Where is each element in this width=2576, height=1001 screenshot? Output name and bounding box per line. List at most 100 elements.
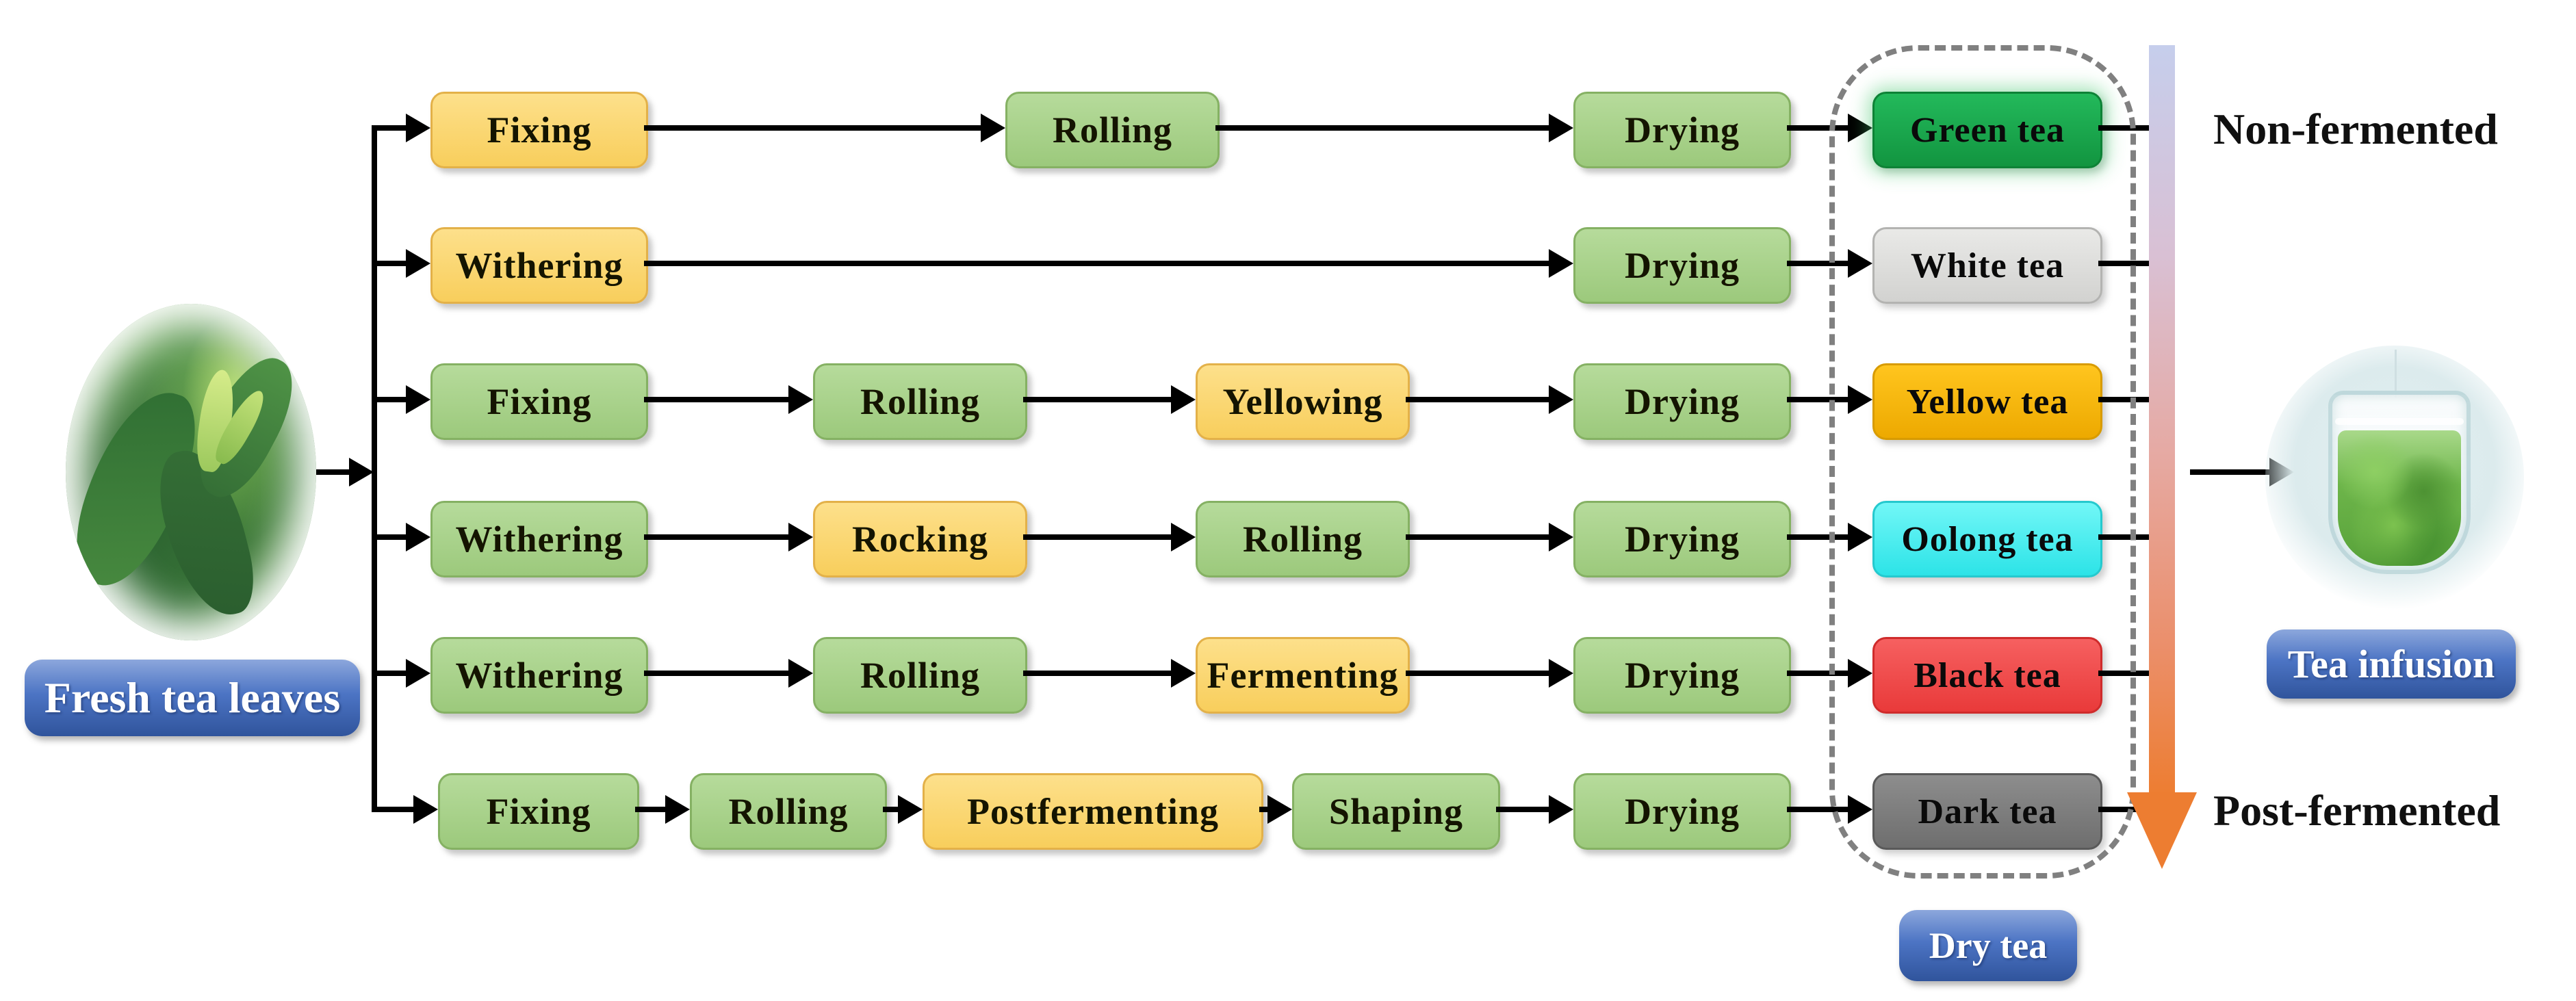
step-box-drying: Drying: [1573, 92, 1791, 168]
tea-box-yellow-tea: Yellow tea: [1872, 363, 2102, 440]
dry-tea-label: Dry tea: [1899, 910, 2077, 981]
step-box-fixing: Fixing: [430, 363, 648, 440]
flow-arrow-head: [788, 659, 813, 688]
flow-arrow-head: [788, 385, 813, 414]
step-box-rocking: Rocking: [813, 501, 1027, 577]
flow-arrow-line: [1406, 534, 1553, 540]
flow-arrow-line: [1787, 397, 1852, 402]
flow-arrow-head: [788, 523, 813, 551]
flow-arrow-line: [1406, 671, 1553, 676]
step-box-rolling: Rolling: [813, 637, 1027, 714]
flow-arrow-head: [1848, 523, 1872, 551]
flow-arrow-head: [1171, 385, 1196, 414]
flow-arrow-head: [406, 385, 430, 414]
step-box-postfermenting: Postfermenting: [923, 773, 1263, 850]
step-box-drying: Drying: [1573, 363, 1791, 440]
flow-arrow-line: [374, 671, 410, 676]
branch-line: [372, 125, 377, 812]
flow-arrow-head: [406, 659, 430, 688]
flow-arrow-head: [1171, 523, 1196, 551]
flow-arrow-head: [1267, 795, 1292, 824]
tea-string-shape: [2395, 350, 2397, 398]
step-box-shaping: Shaping: [1292, 773, 1500, 850]
flow-arrow-head: [1848, 659, 1872, 688]
step-box-fixing: Fixing: [430, 92, 648, 168]
tea-infusion-text: Tea infusion: [2287, 642, 2495, 686]
flow-arrow-line: [374, 125, 410, 131]
flow-arrow-head: [1848, 385, 1872, 414]
step-box-drying: Drying: [1573, 773, 1791, 850]
flow-arrow-line: [1023, 671, 1175, 676]
fresh-tea-leaves-text: Fresh tea leaves: [44, 673, 341, 722]
flow-arrow-head: [1171, 659, 1196, 688]
flow-arrow-line: [2098, 534, 2152, 540]
flow-arrow-line: [1787, 261, 1852, 266]
post-fermented-note: Post-fermented: [2213, 786, 2501, 835]
step-box-drying: Drying: [1573, 501, 1791, 577]
non-fermented-note: Non-fermented: [2213, 105, 2498, 153]
flow-arrow-line: [635, 807, 669, 812]
flow-arrow-line: [374, 807, 417, 812]
step-box-fixing: Fixing: [438, 773, 639, 850]
flow-arrow-line: [1496, 807, 1553, 812]
flow-arrow-line: [644, 671, 793, 676]
fermentation-gradient-bar: [2149, 45, 2175, 795]
flow-arrow-head: [1549, 523, 1573, 551]
glass-cup-shape: [2328, 391, 2471, 574]
flow-arrow-line: [1023, 397, 1175, 402]
fermentation-gradient-arrowhead: [2127, 792, 2197, 869]
flow-arrow-line: [883, 807, 902, 812]
flow-arrow-head: [1549, 249, 1573, 278]
flow-arrow-line: [1787, 671, 1852, 676]
flow-arrow-head: [406, 249, 430, 278]
flow-arrow-line: [1787, 125, 1852, 131]
flow-arrow-line: [644, 534, 793, 540]
flow-arrow-line: [374, 534, 410, 540]
step-box-rolling: Rolling: [690, 773, 887, 850]
step-box-rolling: Rolling: [813, 363, 1027, 440]
flow-arrow-line: [1259, 807, 1272, 812]
flow-arrow-head: [413, 795, 438, 824]
steeping-leaves-shape: [2338, 430, 2461, 566]
flow-arrow-line: [1787, 534, 1852, 540]
flow-arrow-head: [1549, 385, 1573, 414]
fresh-tea-leaves-label: Fresh tea leaves: [25, 660, 360, 736]
step-box-rolling: Rolling: [1196, 501, 1410, 577]
step-box-rolling: Rolling: [1005, 92, 1220, 168]
flow-arrow-line: [644, 125, 985, 131]
flow-arrow-head: [406, 114, 430, 142]
flow-arrow-head: [981, 114, 1005, 142]
tea-infusion-label: Tea infusion: [2267, 629, 2516, 699]
flow-arrow-head: [1549, 114, 1573, 142]
flow-arrow-line: [2098, 397, 2152, 402]
flow-arrow-line: [644, 397, 793, 402]
tea-box-oolong-tea: Oolong tea: [1872, 501, 2102, 577]
flow-arrow-line: [1787, 807, 1852, 812]
tea-infusion-glass-photo: [2265, 346, 2524, 610]
step-box-drying: Drying: [1573, 637, 1791, 714]
step-box-drying: Drying: [1573, 227, 1791, 304]
flow-arrow-line: [2098, 261, 2152, 266]
step-box-yellowing: Yellowing: [1196, 363, 1410, 440]
tea-box-white-tea: White tea: [1872, 227, 2102, 304]
flow-arrow-line: [1215, 125, 1553, 131]
flow-arrow-head: [406, 523, 430, 551]
infusion-arrow-line: [2190, 469, 2269, 475]
step-box-withering: Withering: [430, 637, 648, 714]
step-box-fermenting: Fermenting: [1196, 637, 1410, 714]
dry-tea-group-outline: [1829, 45, 2136, 879]
flow-arrow-line: [1406, 397, 1553, 402]
flow-arrow-line: [644, 261, 1553, 266]
flow-arrow-head: [1549, 795, 1573, 824]
feed-arrow-head: [349, 458, 374, 486]
feed-arrow-line: [316, 469, 349, 475]
flow-arrow-head: [1848, 249, 1872, 278]
dry-tea-text: Dry tea: [1929, 925, 2048, 966]
flow-arrow-line: [374, 397, 410, 402]
tea-box-black-tea: Black tea: [1872, 637, 2102, 714]
flow-arrow-head: [1549, 659, 1573, 688]
flow-arrow-head: [898, 795, 923, 824]
step-box-withering: Withering: [430, 227, 648, 304]
fresh-tea-leaves-photo: [66, 304, 316, 640]
